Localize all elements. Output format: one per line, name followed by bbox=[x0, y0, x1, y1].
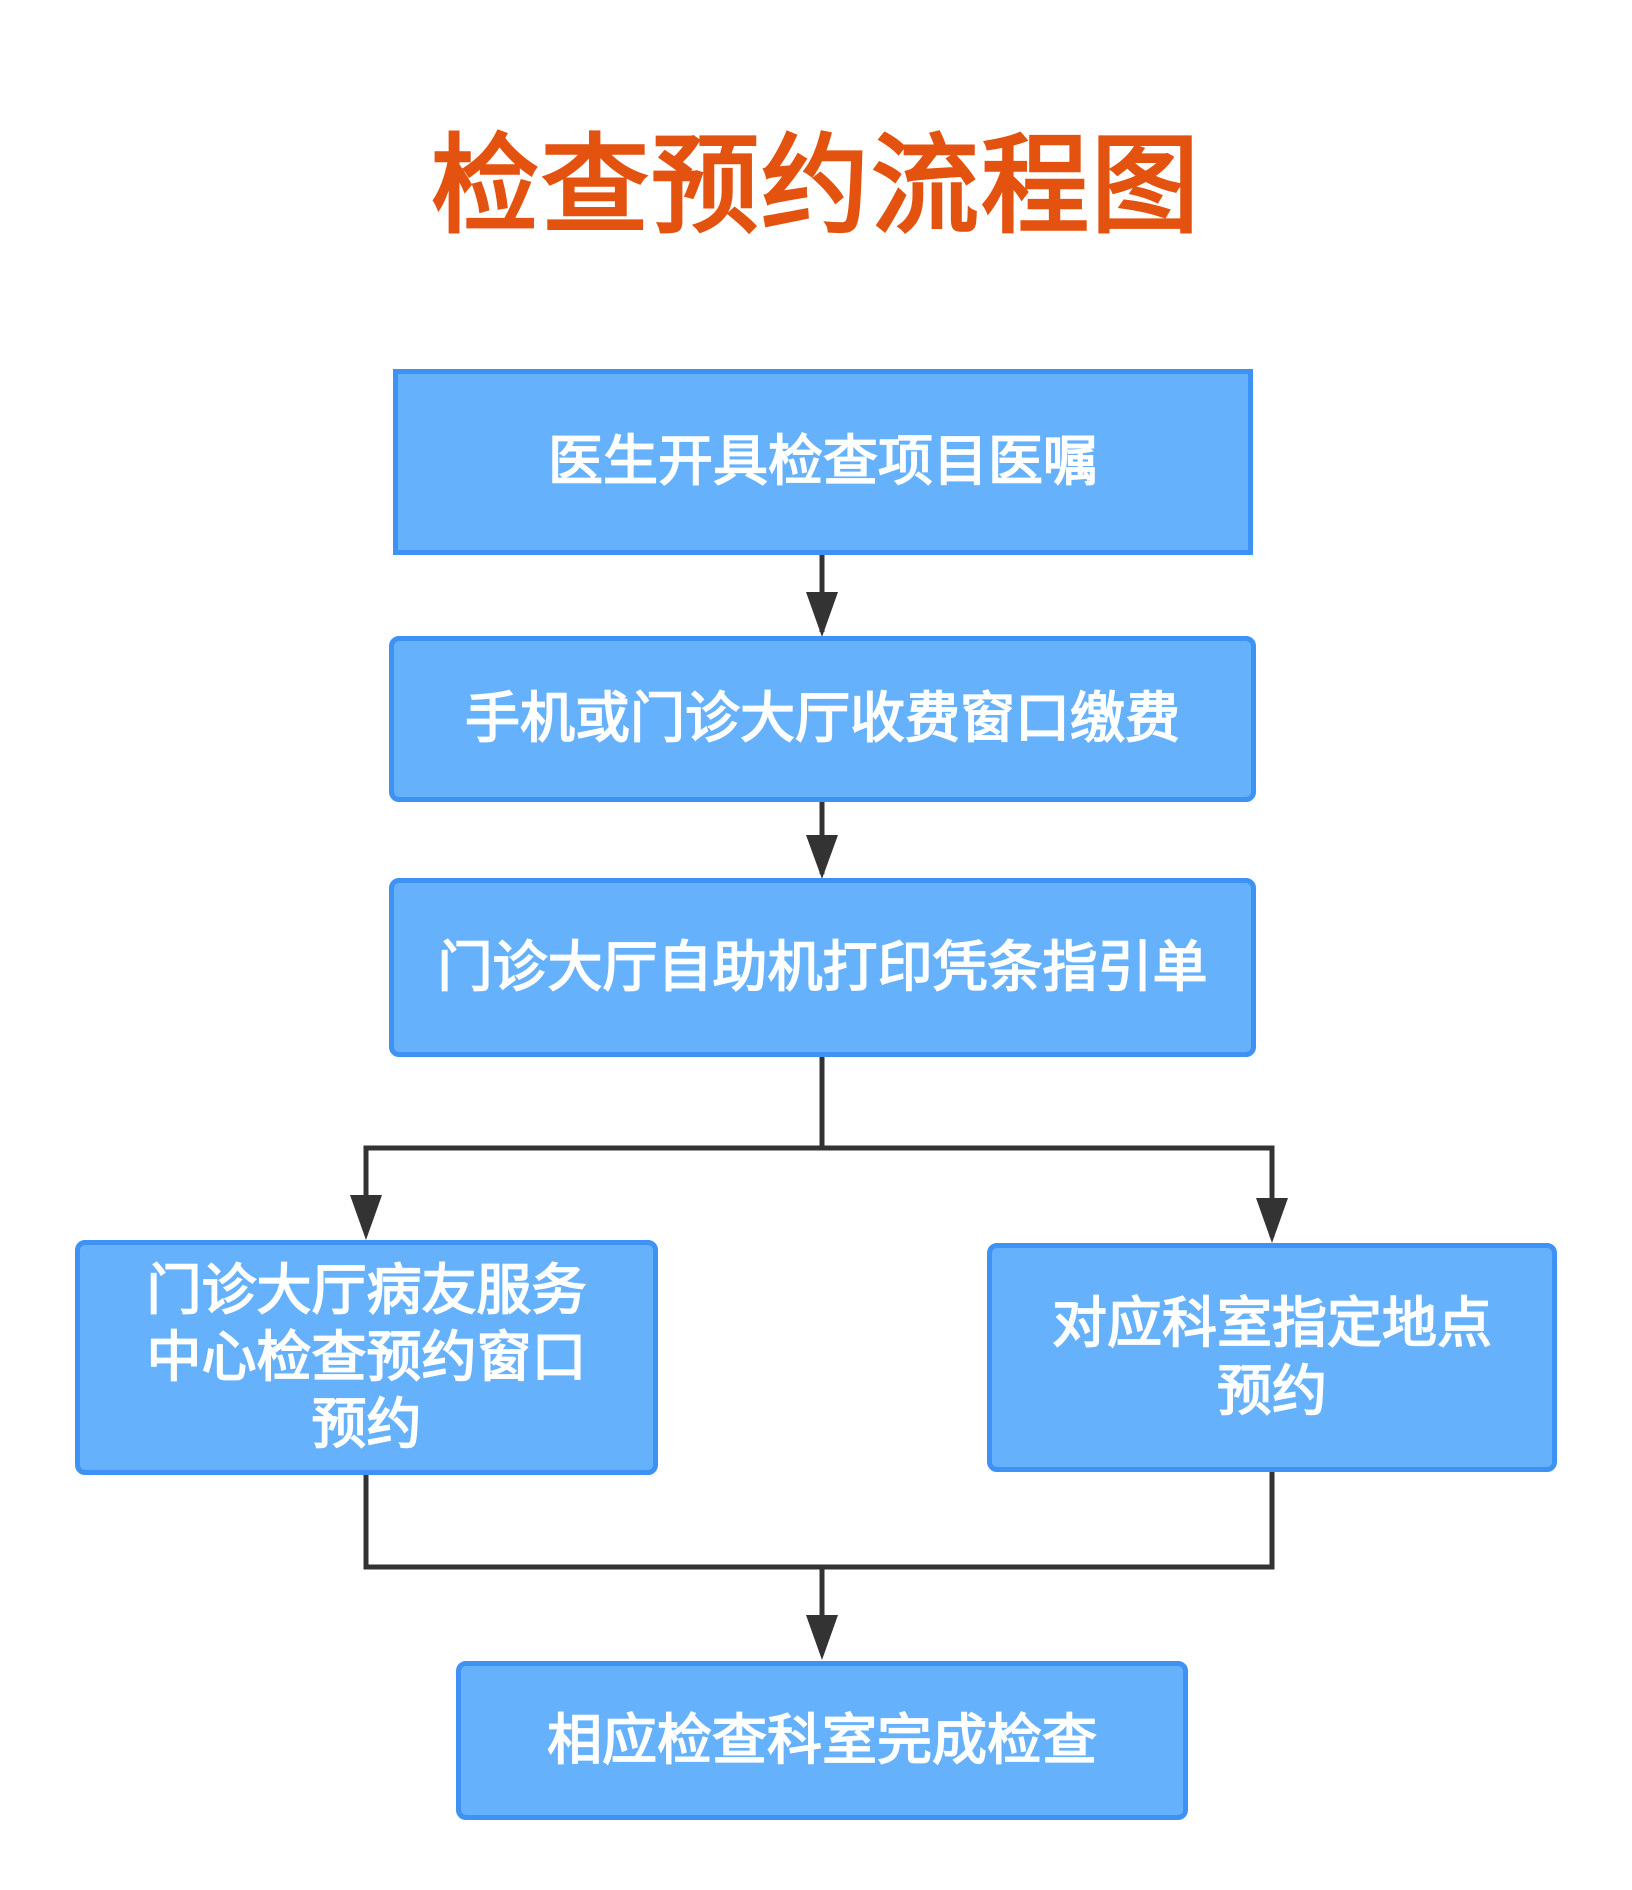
connector-print-to-branches bbox=[363, 1057, 825, 1232]
step-complete-exam: 相应检查科室完成检查 bbox=[456, 1661, 1188, 1820]
arrowhead-icon bbox=[806, 835, 838, 879]
step-print-slip: 门诊大厅自助机打印凭条指引单 bbox=[389, 878, 1256, 1057]
step-service-center-label: 门诊大厅病友服务中心检查预约窗口预约 bbox=[146, 1257, 587, 1457]
step-doctor-order: 医生开具检查项目医嘱 bbox=[393, 369, 1253, 555]
diagram-title: 检查预约流程图 bbox=[430, 124, 1201, 249]
connector-print-to-department bbox=[822, 1145, 1275, 1237]
arrowhead-icon bbox=[806, 1615, 838, 1660]
step-complete-exam-label: 相应检查科室完成检查 bbox=[546, 1707, 1097, 1772]
step-payment: 手机或门诊大厅收费窗口缴费 bbox=[389, 636, 1256, 802]
connector-branches-merge bbox=[363, 1472, 1275, 1570]
step-service-center: 门诊大厅病友服务中心检查预约窗口预约 bbox=[75, 1240, 658, 1475]
step-department-booking: 对应科室指定地点预约 bbox=[987, 1243, 1557, 1472]
step-doctor-order-label: 医生开具检查项目医嘱 bbox=[547, 429, 1098, 494]
step-department-booking-label: 对应科室指定地点预约 bbox=[1052, 1291, 1493, 1423]
step-payment-label: 手机或门诊大厅收费窗口缴费 bbox=[464, 686, 1180, 751]
step-print-slip-label: 门诊大厅自助机打印凭条指引单 bbox=[437, 934, 1208, 999]
arrowhead-icon bbox=[806, 592, 838, 637]
arrowhead-icon bbox=[350, 1195, 382, 1240]
arrowhead-icon bbox=[1256, 1198, 1288, 1243]
